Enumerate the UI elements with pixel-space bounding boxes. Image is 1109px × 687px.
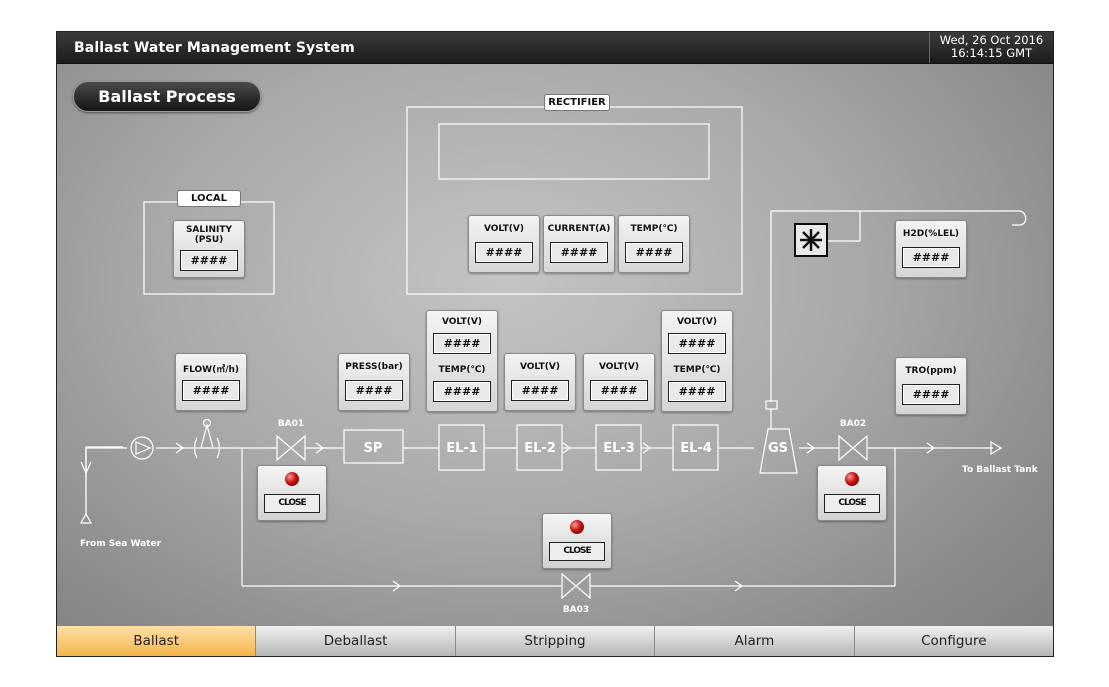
el3-volt-label: VOLT(V) bbox=[598, 362, 640, 372]
tab-stripping[interactable]: Stripping bbox=[455, 626, 656, 656]
tab-configure[interactable]: Configure bbox=[854, 626, 1053, 656]
flow-label: FLOW(㎥/h) bbox=[182, 365, 240, 375]
rectifier-volt-value: #### bbox=[475, 242, 533, 263]
status-led bbox=[570, 520, 584, 534]
valve-ba02-close-button[interactable]: CLOSE bbox=[824, 494, 880, 513]
valve-ba01-close-button[interactable]: CLOSE bbox=[264, 494, 320, 513]
el2-volt-value: #### bbox=[511, 380, 569, 401]
valve-ba01-control[interactable]: CLOSE bbox=[257, 465, 327, 521]
rectifier-temp-label: TEMP(℃) bbox=[630, 224, 678, 234]
status-led bbox=[845, 472, 859, 486]
datetime-display: Wed, 26 Oct 2016 16:14:15 GMT bbox=[929, 32, 1053, 63]
time-text: 16:14:15 GMT bbox=[950, 46, 1033, 60]
rectifier-temp-value: #### bbox=[625, 242, 683, 263]
rectifier-current-readout: CURRENT(A) #### bbox=[543, 215, 615, 273]
rectifier-current-label: CURRENT(A) bbox=[547, 224, 611, 234]
el4-readout: VOLT(V) #### TEMP(℃) #### bbox=[661, 310, 733, 412]
salinity-readout: SALINITY (PSU) #### bbox=[173, 220, 245, 278]
tro-value: #### bbox=[902, 384, 960, 405]
valve-ba03-tag: BA03 bbox=[563, 605, 589, 615]
title-bar: Ballast Water Management System Wed, 26 … bbox=[57, 32, 1053, 64]
el1-temp-label: TEMP(℃) bbox=[438, 365, 486, 375]
el1-temp-value: #### bbox=[433, 381, 491, 402]
process-diagram: SP EL-1 EL-2 EL-3 EL-4 GS BA01 BA02 BA03… bbox=[79, 106, 1039, 615]
rectifier-display-area bbox=[438, 123, 710, 180]
el1-readout: VOLT(V) #### TEMP(℃) #### bbox=[426, 310, 498, 412]
unit-el2-label: EL-2 bbox=[524, 441, 556, 456]
unit-sp-label: SP bbox=[364, 441, 383, 456]
el4-temp-value: #### bbox=[668, 381, 726, 402]
rectifier-volt-label: VOLT(V) bbox=[483, 224, 525, 234]
rectifier-label: RECTIFIER bbox=[544, 94, 610, 111]
el3-volt-value: #### bbox=[590, 380, 648, 401]
el4-volt-label: VOLT(V) bbox=[676, 317, 718, 327]
h2d-readout: H2D(%LEL) #### bbox=[895, 220, 967, 278]
valve-ba02-tag: BA02 bbox=[840, 419, 866, 429]
tro-label: TRO(ppm) bbox=[905, 366, 957, 376]
pressure-readout: PRESS(bar) #### bbox=[338, 353, 410, 411]
status-led bbox=[285, 472, 299, 486]
unit-gs-label: GS bbox=[768, 441, 788, 456]
valve-ba03-control[interactable]: CLOSE bbox=[542, 513, 612, 569]
h2d-label: H2D(%LEL) bbox=[902, 229, 960, 239]
flow-readout: FLOW(㎥/h) #### bbox=[175, 353, 247, 411]
tro-readout: TRO(ppm) #### bbox=[895, 357, 967, 415]
tab-ballast[interactable]: Ballast bbox=[57, 626, 257, 656]
tab-deballast[interactable]: Deballast bbox=[256, 626, 456, 656]
page-title: Ballast Process bbox=[73, 81, 261, 112]
h2d-value: #### bbox=[902, 247, 960, 268]
el2-volt-label: VOLT(V) bbox=[519, 362, 561, 372]
pressure-value: #### bbox=[345, 380, 403, 401]
rectifier-current-value: #### bbox=[550, 242, 608, 263]
flow-value: #### bbox=[182, 380, 240, 401]
bottom-tab-bar: Ballast Deballast Stripping Alarm Config… bbox=[57, 626, 1053, 656]
salinity-value: #### bbox=[180, 250, 238, 271]
valve-ba01-tag: BA01 bbox=[278, 419, 304, 429]
local-label: LOCAL bbox=[177, 190, 241, 207]
pressure-label: PRESS(bar) bbox=[345, 362, 403, 372]
fan-icon bbox=[800, 229, 822, 251]
outlet-label: To Ballast Tank bbox=[962, 465, 1039, 475]
valve-ba03-close-button[interactable]: CLOSE bbox=[549, 542, 605, 561]
rectifier-temp-readout: TEMP(℃) #### bbox=[618, 215, 690, 273]
salinity-label-line2: (PSU) bbox=[194, 235, 224, 245]
el1-volt-label: VOLT(V) bbox=[441, 317, 483, 327]
unit-el4-label: EL-4 bbox=[680, 441, 712, 456]
el3-readout: VOLT(V) #### bbox=[583, 353, 655, 411]
unit-el1-label: EL-1 bbox=[446, 441, 478, 456]
el4-temp-label: TEMP(℃) bbox=[673, 365, 721, 375]
app-title: Ballast Water Management System bbox=[74, 40, 355, 56]
tab-alarm[interactable]: Alarm bbox=[655, 626, 855, 656]
salinity-label-line1: SALINITY bbox=[185, 225, 233, 235]
el4-volt-value: #### bbox=[668, 333, 726, 354]
rectifier-volt-readout: VOLT(V) #### bbox=[468, 215, 540, 273]
unit-el3-label: EL-3 bbox=[603, 441, 635, 456]
el1-volt-value: #### bbox=[433, 333, 491, 354]
inlet-label: From Sea Water bbox=[80, 539, 162, 549]
hmi-screen: Ballast Water Management System Wed, 26 … bbox=[56, 31, 1054, 657]
date-text: Wed, 26 Oct 2016 bbox=[939, 33, 1044, 47]
el2-readout: VOLT(V) #### bbox=[504, 353, 576, 411]
valve-ba02-control[interactable]: CLOSE bbox=[817, 465, 887, 521]
